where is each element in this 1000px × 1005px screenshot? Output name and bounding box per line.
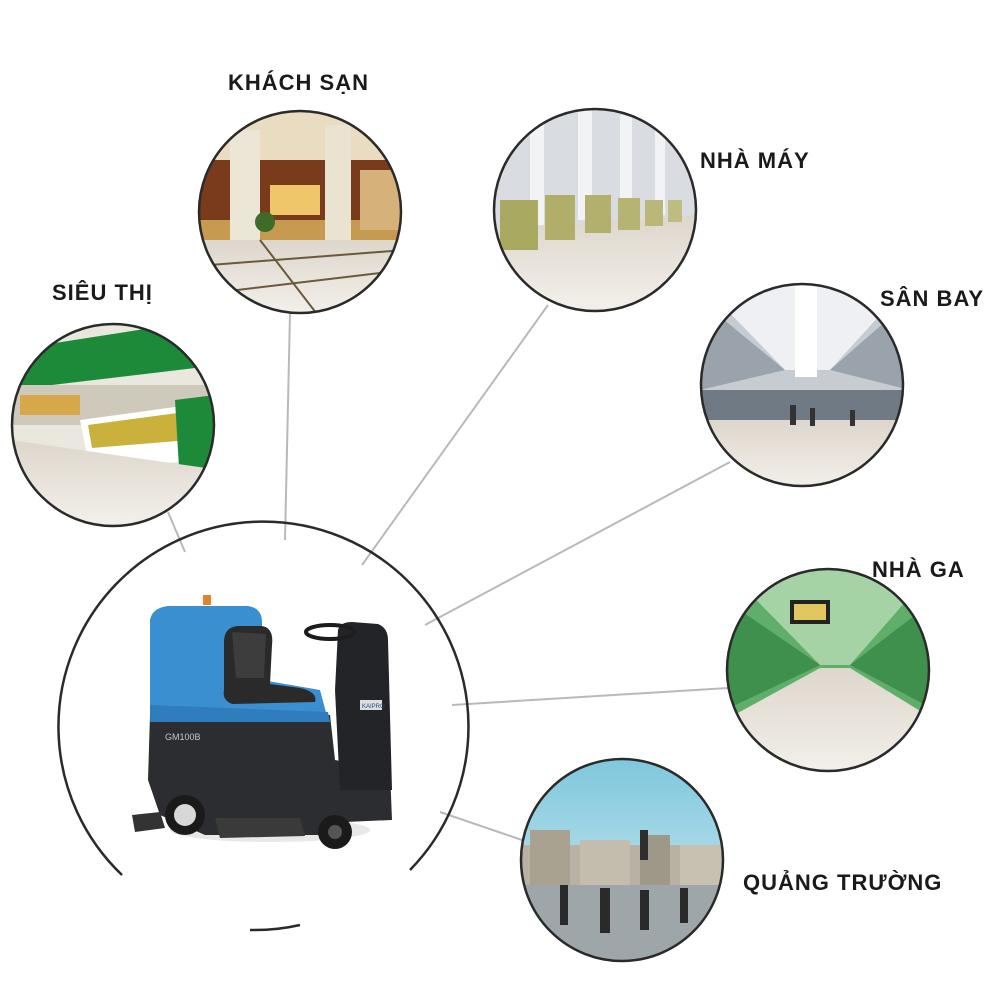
connector-square <box>439 811 523 841</box>
supermarket-thumbnail <box>10 322 216 528</box>
label-factory: NHÀ MÁY <box>700 148 810 173</box>
label-airport: SÂN BAY <box>880 286 984 311</box>
machine-base <box>148 715 392 835</box>
machine-brand-text: KAIPRO <box>362 704 385 710</box>
connector-hotel <box>284 312 291 541</box>
factory-thumbnail <box>492 107 698 313</box>
connector-supermarket <box>167 511 186 553</box>
machine-model-text: GM100B <box>165 732 201 742</box>
connector-station <box>451 687 729 706</box>
connector-lines <box>167 304 731 841</box>
label-hotel: KHÁCH SẠN <box>228 70 369 95</box>
connector-factory <box>361 304 549 566</box>
square-thumbnail <box>519 757 725 963</box>
label-supermarket: SIÊU THỊ <box>52 280 153 305</box>
station-thumbnail <box>725 567 931 773</box>
scrubber-machine: GM100B KAIPRO <box>132 595 392 849</box>
hotel-thumbnail <box>197 109 403 315</box>
airport-thumbnail <box>699 282 905 488</box>
label-station: NHÀ GA <box>872 557 965 582</box>
label-square: QUẢNG TRƯỜNG <box>743 870 943 895</box>
machine-ring-tail <box>249 923 301 932</box>
machine-circle <box>57 520 470 932</box>
connector-airport <box>424 461 731 626</box>
machine-ring <box>57 520 470 876</box>
